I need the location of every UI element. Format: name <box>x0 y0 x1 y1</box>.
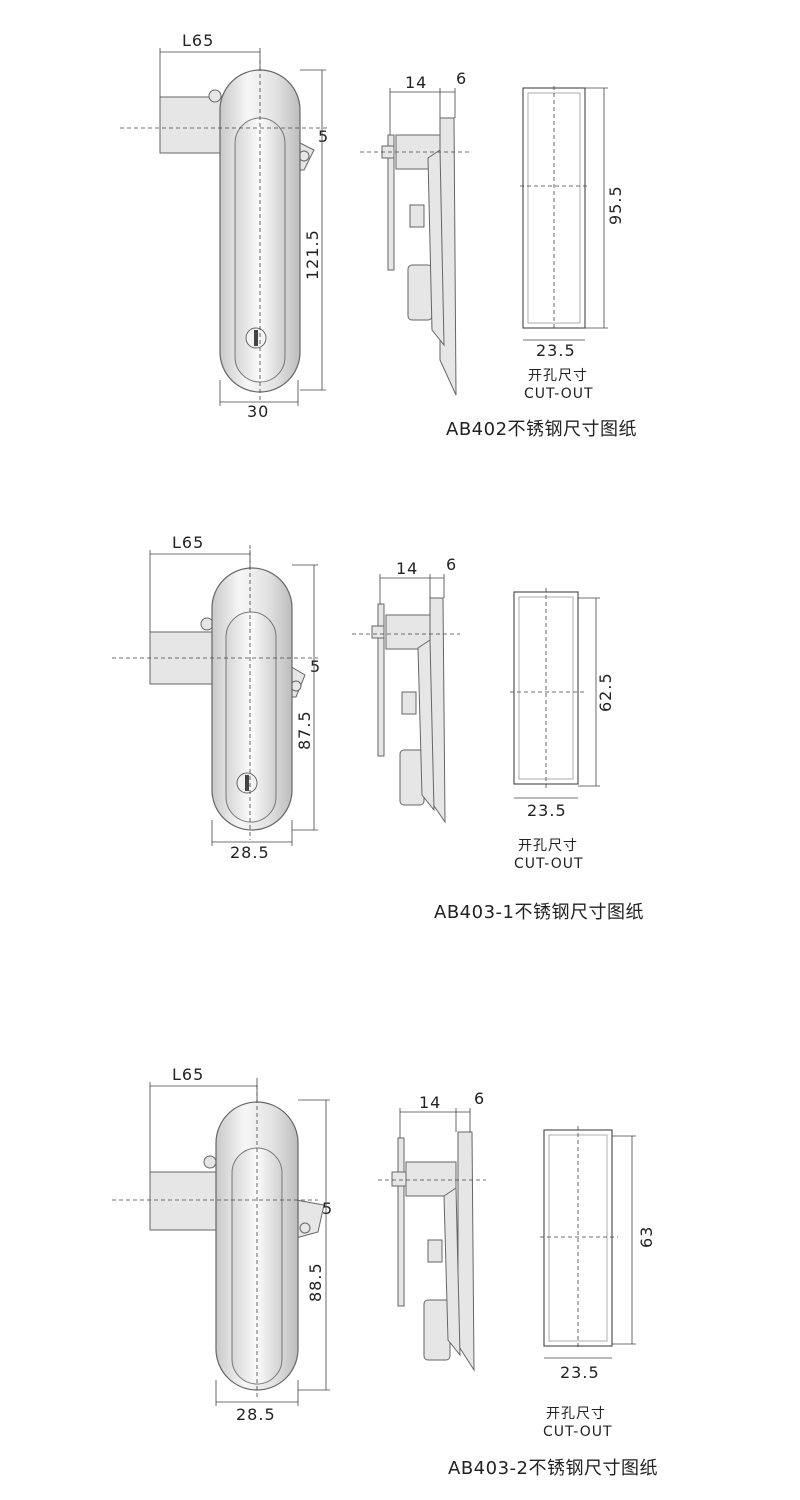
lug-hole <box>299 1222 311 1234</box>
cutout-label-en: CUT-OUT <box>524 386 594 402</box>
latch-arm <box>423 1299 451 1361</box>
cutout-width-dimension: 23.5 <box>560 1363 600 1382</box>
side-view: 14 6 <box>360 69 470 396</box>
drawing-ab403-2: L65 5 88.5 28.5 14 6 <box>112 1065 658 1479</box>
drawing-caption: AB403-2不锈钢尺寸图纸 <box>448 1458 658 1479</box>
hole-dimension: 5 <box>310 657 321 676</box>
side-view: 14 6 <box>378 1089 486 1372</box>
latch-tongue <box>149 1171 217 1231</box>
mount-hole <box>200 617 214 631</box>
panel-plate <box>387 134 395 271</box>
nut <box>427 1239 443 1263</box>
width-dimension: 30 <box>247 402 269 421</box>
cutout-width-dimension: 23.5 <box>527 801 567 820</box>
hole-dimension: 5 <box>318 127 329 146</box>
front-view: L65 5 87.5 28.5 <box>112 533 321 862</box>
cutout-height-dimension: 63 <box>637 1226 656 1248</box>
panel-plate <box>377 603 385 757</box>
height-dimension: 88.5 <box>306 1262 325 1302</box>
latch-tongue <box>159 96 223 154</box>
plate-dimension: 6 <box>456 69 467 88</box>
cutout-view: 95.5 23.5 开孔尺寸 CUT-OUT <box>520 86 625 402</box>
latch-arm <box>399 749 425 806</box>
drawing-ab403-1: L65 5 87.5 28.5 14 6 <box>112 533 644 923</box>
cam-cylinder <box>385 614 431 650</box>
mount-hole <box>203 1155 217 1169</box>
latch-tongue <box>149 631 213 685</box>
cutout-height-dimension: 95.5 <box>606 185 625 225</box>
plate-dimension: 6 <box>474 1089 485 1108</box>
cutout-width-dimension: 23.5 <box>536 341 576 360</box>
cam-cylinder <box>405 1161 457 1197</box>
nut <box>401 691 417 715</box>
hole-lug <box>295 1199 325 1239</box>
handle-recess <box>225 611 277 823</box>
drawing-caption: AB402不锈钢尺寸图纸 <box>446 419 637 440</box>
front-view: L65 5 88.5 28.5 <box>112 1065 333 1424</box>
key-slot-icon <box>245 775 249 791</box>
cutout-label-en: CUT-OUT <box>514 856 584 872</box>
plate-dimension: 6 <box>446 555 457 574</box>
drawing-caption: AB403-1不锈钢尺寸图纸 <box>434 902 644 923</box>
side-flange <box>457 1131 475 1372</box>
mount-hole <box>208 89 222 103</box>
cutout-label-cn: 开孔尺寸 <box>528 368 588 384</box>
cutout-label-en: CUT-OUT <box>543 1424 613 1440</box>
drawing-ab402: L65 5 121.5 30 <box>120 31 637 440</box>
length-dimension: L65 <box>172 1065 204 1084</box>
width-dimension: 28.5 <box>236 1405 276 1424</box>
height-dimension: 87.5 <box>295 710 314 750</box>
cutout-view: 62.5 23.5 开孔尺寸 CUT-OUT <box>510 588 615 872</box>
cutout-view: 63 23.5 开孔尺寸 CUT-OUT <box>540 1126 656 1440</box>
length-dimension: L65 <box>172 533 204 552</box>
length-dimension: L65 <box>182 31 214 50</box>
latch-arm <box>407 264 433 321</box>
key-slot-icon <box>254 330 258 346</box>
front-view: L65 5 121.5 30 <box>120 31 330 421</box>
nut <box>409 204 425 228</box>
width-dimension: 28.5 <box>230 843 270 862</box>
cutout-label-cn: 开孔尺寸 <box>546 1406 606 1422</box>
depth-dimension: 14 <box>396 559 418 578</box>
cutout-label-cn: 开孔尺寸 <box>518 838 578 854</box>
hole-dimension: 5 <box>322 1199 333 1218</box>
cutout-height-dimension: 62.5 <box>596 672 615 712</box>
panel-plate <box>397 1137 405 1307</box>
height-dimension: 121.5 <box>303 229 322 280</box>
depth-dimension: 14 <box>419 1093 441 1112</box>
side-view: 14 6 <box>352 555 460 824</box>
depth-dimension: 14 <box>405 73 427 92</box>
